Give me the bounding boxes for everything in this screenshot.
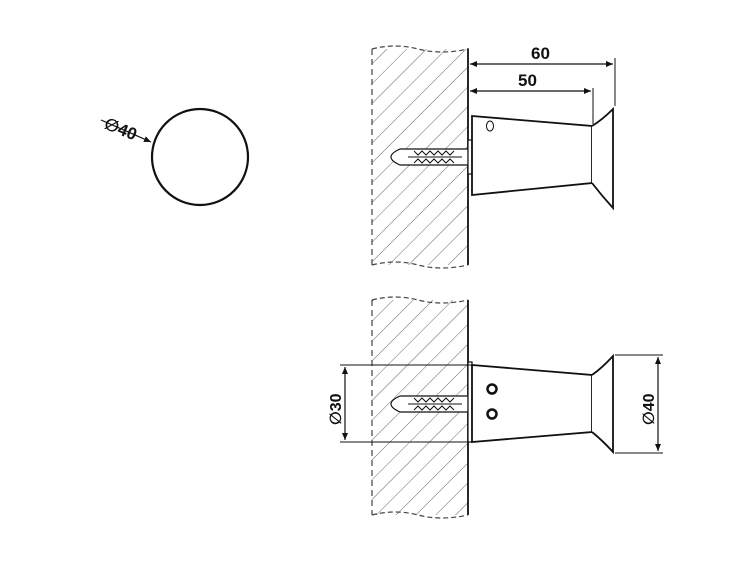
- dimension-diameter-40: ∅40: [615, 354, 663, 454]
- screw-hole-upper: [486, 383, 498, 395]
- screw-hole-lower: [486, 408, 498, 420]
- wall-break-top-lower: [371, 261, 469, 269]
- dimension-diameter-30: ∅30: [328, 364, 472, 443]
- hook-body-top: [467, 106, 614, 211]
- wall-plug-top: [390, 148, 469, 166]
- dimension-60-label: 60: [531, 44, 550, 63]
- hook-body-bottom: [467, 353, 614, 455]
- front-diameter-label: ∅40: [102, 114, 140, 144]
- front-view: ∅40: [100, 107, 250, 207]
- front-circle: [150, 107, 250, 207]
- dimension-50-label: 50: [518, 71, 537, 90]
- wall-break-top-upper: [371, 45, 469, 53]
- side-view-top: 60 50: [371, 44, 616, 269]
- dimension-diameter-30-label: ∅30: [328, 393, 345, 425]
- side-view-bottom: ∅30 ∅40: [328, 296, 663, 519]
- wall-plug-bottom: [390, 395, 469, 413]
- dimension-diameter-40-label: ∅40: [641, 393, 658, 425]
- wall-break-bottom-upper: [371, 296, 469, 304]
- dimension-60: 60: [467, 44, 616, 106]
- front-leader: [100, 119, 152, 143]
- wall-break-bottom-lower: [371, 511, 469, 519]
- dimension-50: 50: [470, 71, 594, 124]
